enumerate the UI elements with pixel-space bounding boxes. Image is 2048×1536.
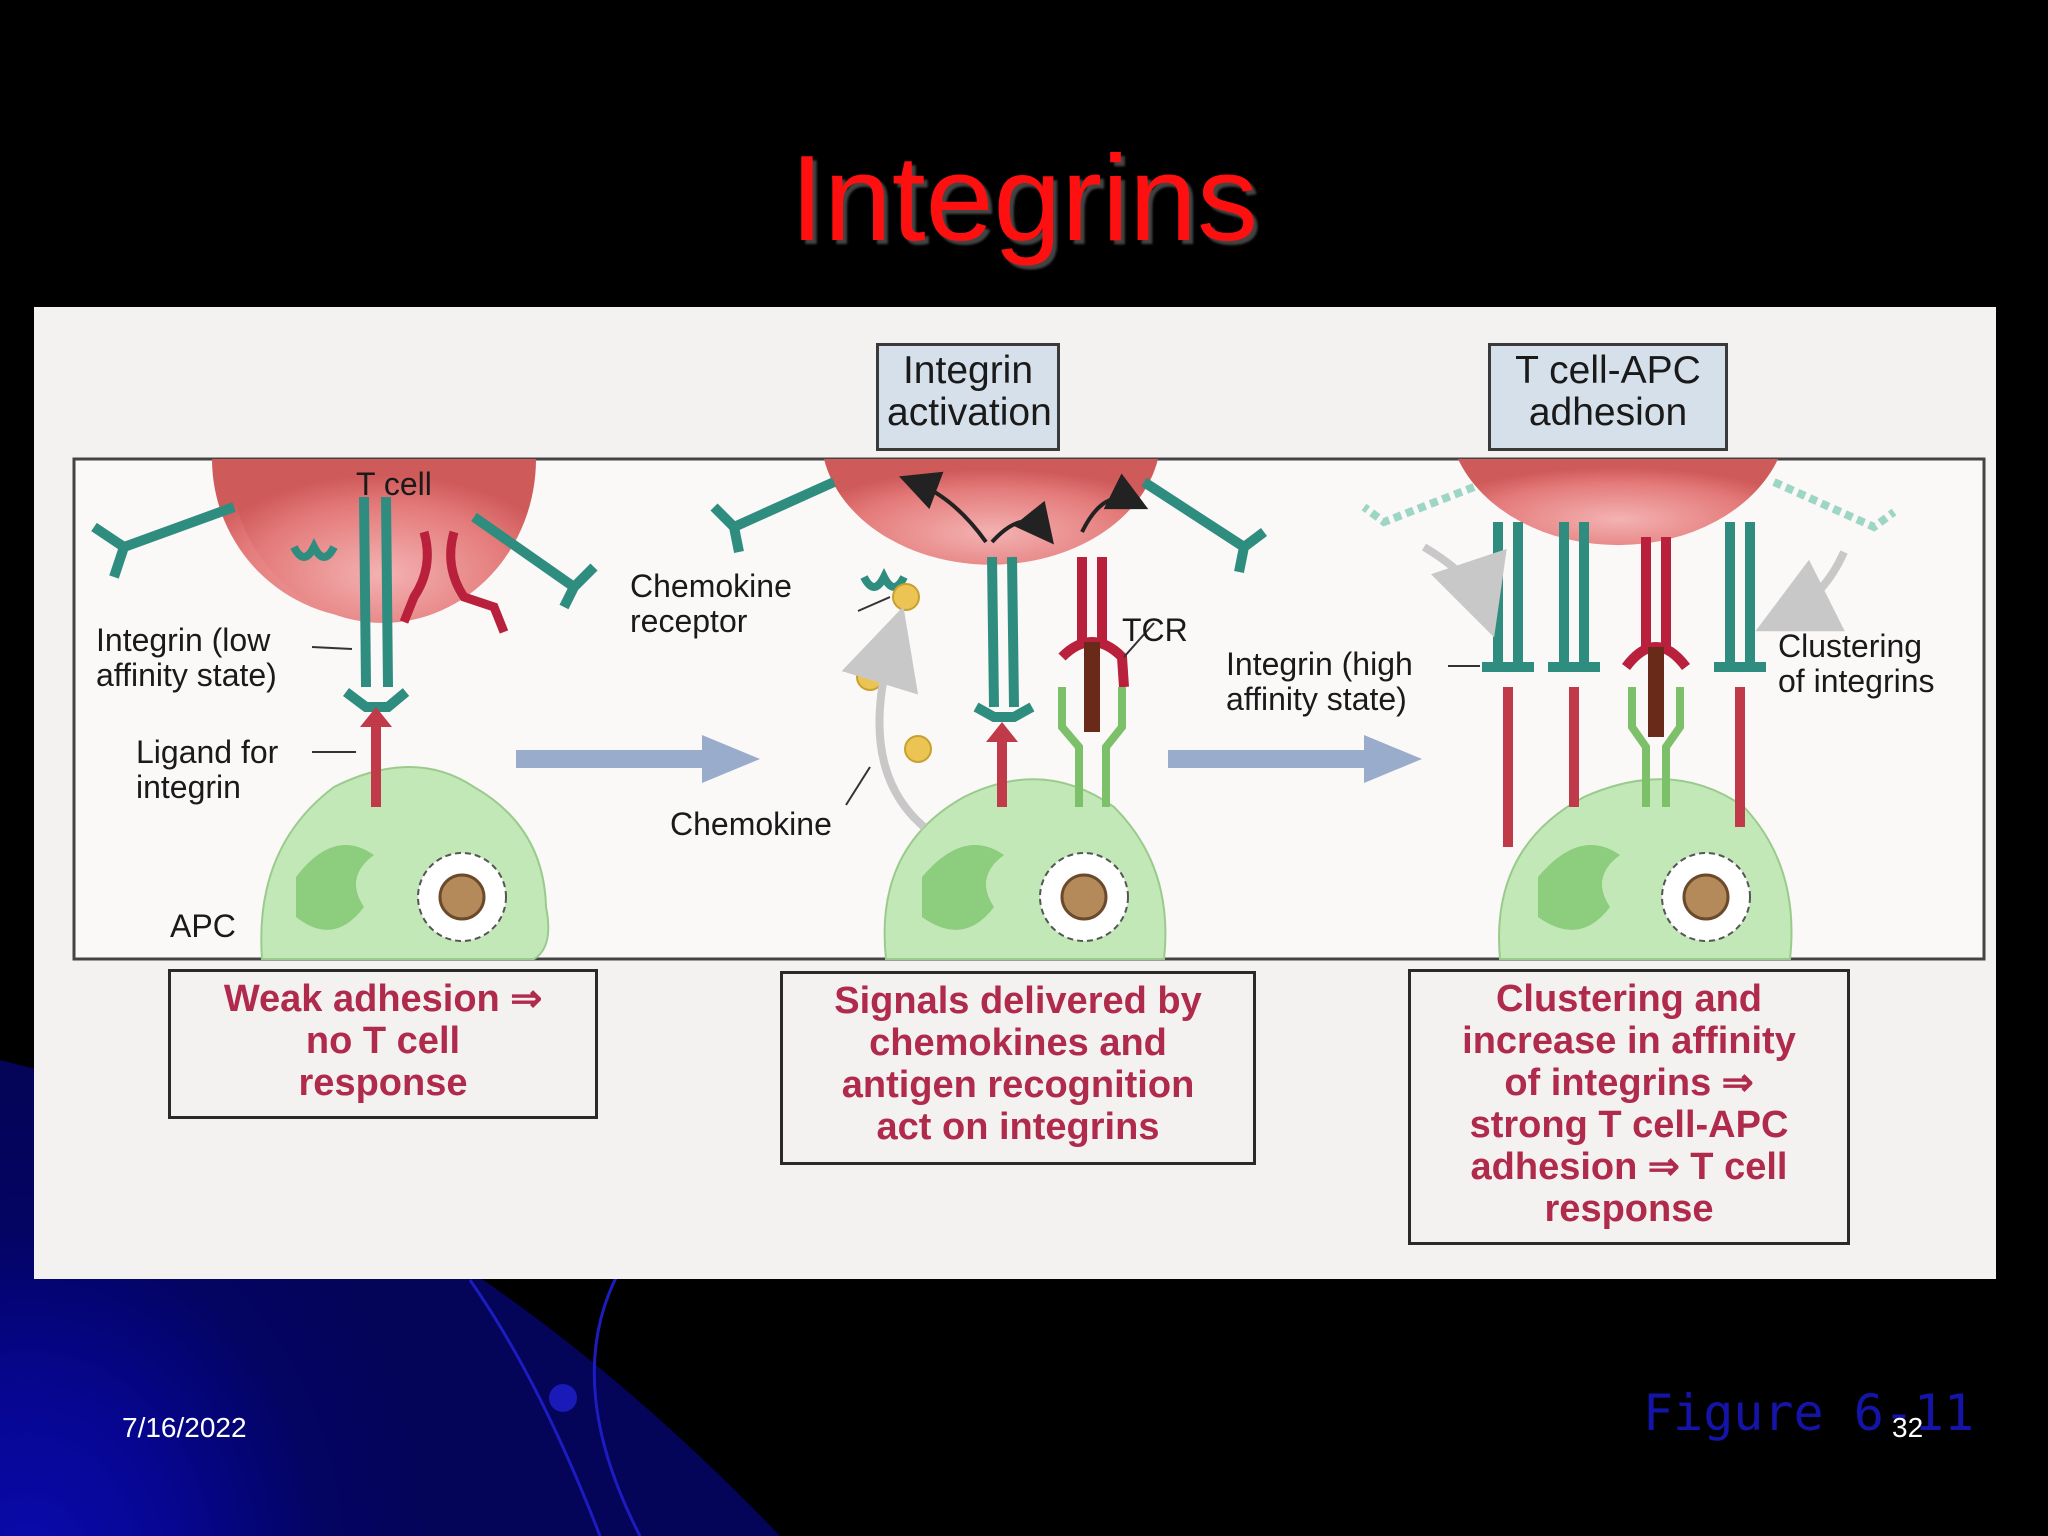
tcell-apc-adhesion-header: T cell-APC adhesion	[1488, 343, 1728, 451]
panel2-tcr-core	[1084, 642, 1100, 732]
panel1-tcr	[399, 530, 509, 634]
panel1-integrins	[91, 496, 598, 712]
integrin-high-affinity-label: Integrin (high affinity state)	[1226, 646, 1413, 717]
panel3-clustering-arrows	[1421, 543, 1848, 638]
figure-reference: Figure 6-11	[1643, 1384, 1975, 1442]
panel1-ligand	[360, 707, 392, 807]
transition-arrow-2	[1168, 735, 1422, 783]
t-cell-3	[1458, 459, 1778, 546]
panel3-ghost-integrins	[1361, 478, 1897, 532]
integrin-diagram-graphic	[72, 457, 1986, 961]
slide-title: Integrins	[790, 130, 1258, 266]
panel3-ligands	[1503, 687, 1745, 847]
activation-arrows	[899, 471, 1149, 545]
t-cell-label: T cell	[356, 466, 432, 502]
ligand-for-integrin-label: Ligand for integrin	[136, 734, 279, 805]
weak-adhesion-caption: Weak adhesion ⇒ no T cell response	[168, 969, 598, 1119]
panel3-integrins	[1482, 522, 1766, 672]
antigen-virus-icon	[417, 852, 1751, 942]
panel2-ligand	[986, 722, 1018, 807]
apc-label: APC	[170, 908, 236, 944]
slide-date: 7/16/2022	[122, 1412, 247, 1443]
leader-lines	[311, 596, 1480, 806]
chemokine-label: Chemokine	[670, 806, 832, 842]
integrin-figure: Integrin activation T cell-APC adhesion …	[34, 307, 1996, 1279]
clustering-of-integrins-label: Clustering of integrins	[1778, 628, 1935, 699]
transition-arrow-1	[516, 735, 760, 783]
panel3-tcr-core	[1648, 647, 1664, 737]
integrin-activation-header: Integrin activation	[876, 343, 1060, 451]
panel2-integrins	[710, 477, 1267, 722]
integrin-low-affinity-label: Integrin (low affinity state)	[96, 622, 277, 693]
chemokine-flow-arrow	[841, 606, 927, 831]
signals-caption: Signals delivered by chemokines and anti…	[780, 971, 1256, 1165]
chemokine-receptor-label: Chemokine receptor	[630, 568, 792, 639]
decorative-dot-icon	[549, 1384, 577, 1412]
tcr-label: TCR	[1122, 612, 1188, 648]
clustering-caption: Clustering and increase in affinity of i…	[1408, 969, 1850, 1245]
apc-nuclei	[296, 844, 1620, 930]
panel3-mhc	[1628, 687, 1684, 807]
slide-page-number: 32	[1892, 1412, 1924, 1443]
panel2-mhc	[1058, 687, 1126, 807]
